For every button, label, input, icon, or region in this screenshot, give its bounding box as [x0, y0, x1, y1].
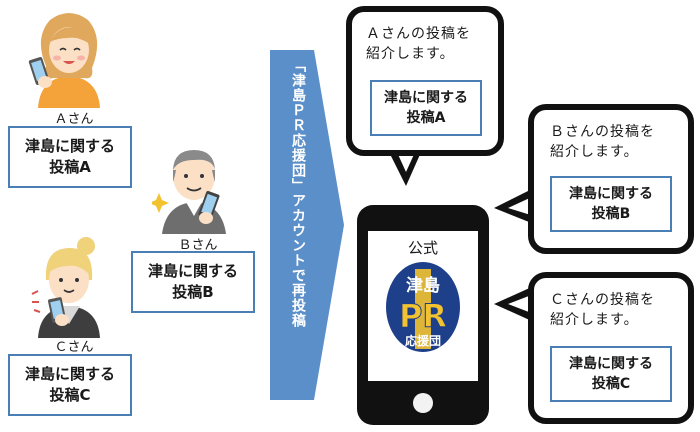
post-line: 津島に関する [569, 186, 653, 202]
post-line: 投稿B [172, 283, 214, 301]
bubble-a-line1: Ａさんの投稿を [366, 26, 471, 42]
official-phone: 公式 津島 PR 応援団 [357, 205, 489, 425]
phone-home-button [413, 393, 433, 413]
tsushima-pr-logo: 津島 PR 応援団 [386, 262, 460, 352]
bubble-a-line2: 紹介します。 [366, 46, 455, 62]
post-line: 津島に関する [569, 356, 653, 372]
bubble-b-post: 津島に関する 投稿B [550, 176, 672, 232]
logo-top-text: 津島 [406, 275, 440, 296]
user-b-illustration [152, 150, 226, 234]
bubble-b-line1: Ｂさんの投稿を [550, 124, 655, 140]
arrow-label: 「津島ＰＲ応援団」アカウントで再投稿 [290, 58, 306, 328]
logo-mid-text: PR [399, 297, 447, 335]
user-c-illustration [31, 237, 100, 338]
bubble-c-line1: Ｃさんの投稿を [550, 292, 655, 308]
user-a-illustration [28, 13, 100, 108]
post-line: 津島に関する [24, 137, 115, 155]
bubble-b-line2: 紹介します。 [550, 144, 639, 160]
user-b-post: 津島に関する 投稿B [131, 251, 255, 313]
user-c-post: 津島に関する 投稿C [8, 354, 132, 416]
official-label: 公式 [407, 239, 438, 257]
post-line: 投稿C [49, 386, 91, 404]
logo-bottom-text: 応援団 [405, 333, 441, 348]
post-line: 投稿B [591, 206, 631, 222]
phone-screen: 公式 津島 PR 応援団 [368, 231, 478, 381]
post-line: 投稿A [49, 158, 91, 176]
bubble-c-tail [494, 286, 534, 322]
flow-arrow [270, 50, 344, 400]
user-a-label: Ａさん [54, 112, 94, 127]
user-c-label: Ｃさん [54, 340, 94, 355]
bubble-b-tail [494, 188, 534, 224]
user-a-post: 津島に関する 投稿A [8, 126, 132, 188]
post-line: 投稿C [591, 376, 631, 392]
post-line: 津島に関する [24, 365, 115, 383]
bubble-c-line2: 紹介します。 [550, 312, 639, 328]
post-line: 津島に関する [384, 90, 468, 106]
bubble-c-post: 津島に関する 投稿C [550, 346, 672, 402]
bubble-a-post: 津島に関する 投稿A [370, 80, 482, 136]
post-line: 津島に関する [147, 262, 238, 280]
user-b-label: Ｂさん [178, 238, 218, 253]
post-line: 投稿A [406, 110, 446, 126]
